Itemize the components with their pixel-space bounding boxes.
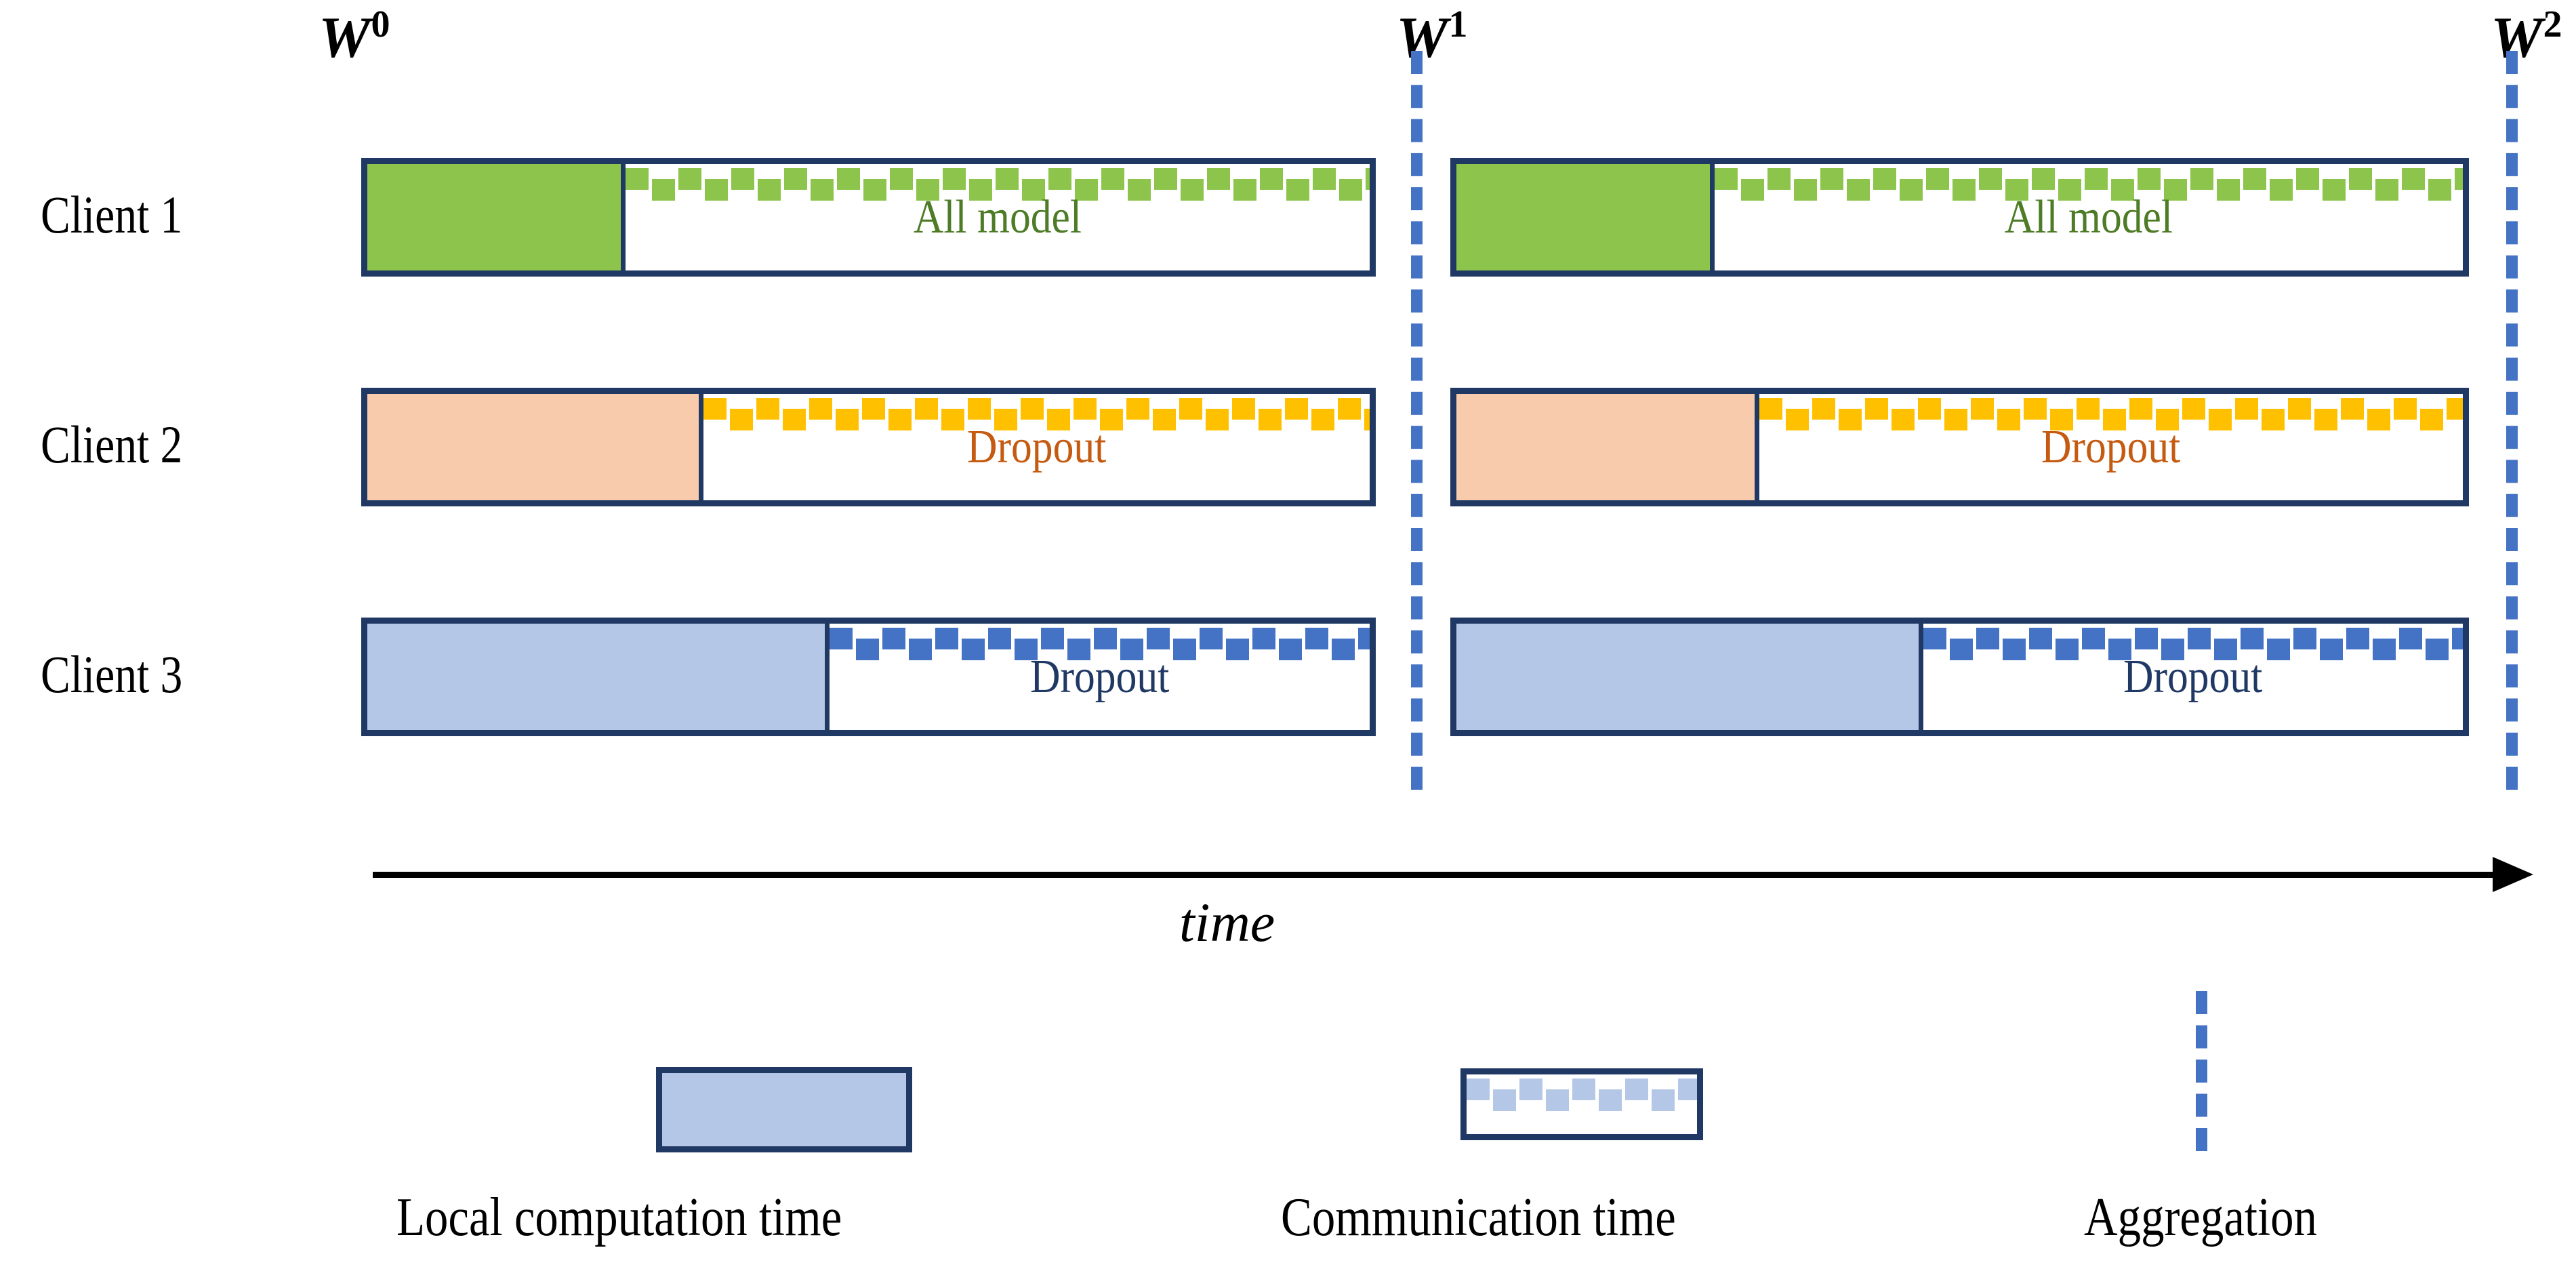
legend-label-local-computation-time: Local computation time — [396, 1188, 842, 1247]
round-label-base: W — [319, 4, 370, 70]
client-label-3: Client 3 — [41, 645, 183, 704]
compute-segment-client2-round1 — [367, 394, 699, 500]
client-label-1: Client 1 — [41, 185, 183, 244]
hatch-pattern — [1923, 624, 2463, 730]
time-axis-line — [373, 872, 2494, 878]
compute-segment-client2-round2 — [1456, 394, 1755, 500]
legend-swatch-communication-time — [1460, 1068, 1703, 1140]
segment-label-client1-round1: All model — [914, 190, 1082, 243]
round-label-w1: W1 — [1396, 5, 1467, 66]
client-label-2: Client 2 — [41, 415, 183, 474]
legend-label-communication-time: Communication time — [1281, 1188, 1676, 1247]
time-axis-label: time — [1179, 891, 1275, 953]
communication-segment-client1-round1: All model — [621, 164, 1370, 270]
segment-label-client3-round1: Dropout — [1029, 650, 1170, 703]
compute-segment-client1-round2 — [1456, 164, 1711, 270]
segment-label-client2-round1: Dropout — [966, 420, 1107, 473]
bar-client1-round1: All model — [361, 158, 1376, 277]
round-label-exponent: 1 — [1448, 3, 1467, 45]
segment-label-client3-round2: Dropout — [2123, 650, 2263, 703]
legend-swatch-aggregation — [2196, 991, 2207, 1151]
aggregation-line-w2 — [2506, 51, 2518, 790]
hatch-pattern — [703, 394, 1370, 500]
communication-segment-client2-round2: Dropout — [1754, 394, 2463, 500]
segment-label-client2-round2: Dropout — [2041, 420, 2181, 473]
aggregation-line-w1 — [1411, 51, 1423, 790]
bar-client1-round2: All model — [1450, 158, 2469, 277]
communication-segment-client3-round2: Dropout — [1918, 624, 2463, 730]
bar-client3-round1: Dropout — [361, 618, 1376, 736]
round-label-exponent: 2 — [2543, 3, 2562, 45]
hatch-pattern — [1715, 164, 2463, 270]
hatch-pattern — [626, 164, 1370, 270]
time-axis-arrow-icon — [2493, 857, 2533, 892]
compute-segment-client3-round1 — [367, 624, 825, 730]
communication-segment-client2-round1: Dropout — [699, 394, 1370, 500]
hatch-pattern — [829, 624, 1370, 730]
compute-segment-client3-round2 — [1456, 624, 1919, 730]
hatch-pattern — [1467, 1074, 1697, 1134]
legend-swatch-local-computation-time — [656, 1067, 912, 1152]
round-label-exponent: 0 — [371, 3, 390, 45]
bar-client3-round2: Dropout — [1450, 618, 2469, 736]
communication-segment-client3-round1: Dropout — [824, 624, 1370, 730]
compute-segment-client1-round1 — [367, 164, 621, 270]
bar-client2-round2: Dropout — [1450, 388, 2469, 506]
hatch-pattern — [1759, 394, 2463, 500]
segment-label-client1-round2: All model — [2005, 190, 2173, 243]
round-label-w2: W2 — [2491, 3, 2562, 66]
bar-client2-round1: Dropout — [361, 388, 1376, 506]
legend-label-aggregation: Aggregation — [2084, 1188, 2317, 1247]
communication-segment-client1-round2: All model — [1710, 164, 2463, 270]
round-label-w0: W0 — [319, 3, 390, 66]
